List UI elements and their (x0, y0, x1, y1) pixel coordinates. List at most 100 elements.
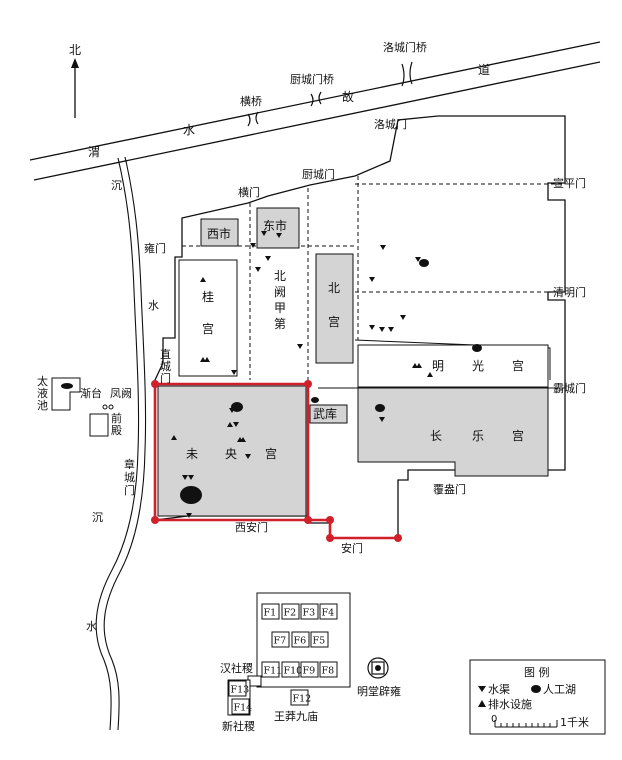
qiandian-box (89, 413, 109, 437)
ritual-building-box (319, 603, 338, 620)
gate-xuanping: 宣平门 (553, 176, 586, 190)
ritual-xinshe: 新社稷 (222, 719, 255, 733)
ritual-hanshe: 汉社稷 (220, 661, 253, 675)
district-changle-2: 乐 (472, 429, 484, 443)
district-beique-3: 甲 (274, 301, 286, 315)
drainage-marker (171, 435, 177, 440)
district-beique-1: 北 (274, 269, 286, 283)
gate-zhicheng-1: 直 (160, 347, 171, 361)
drainage-marker (412, 363, 418, 368)
bridge-label-heng: 横桥 (240, 94, 262, 108)
river-label-shui: 水 (183, 123, 195, 137)
ritual-building-label: F13 (231, 685, 250, 696)
drainage-marker (204, 357, 210, 362)
district-xishi: 西市 (207, 226, 231, 241)
district-bei-1: 北 (328, 281, 340, 295)
ritual-building-label: F2 (284, 608, 297, 619)
gate-bacheng: 霸城门 (553, 381, 586, 395)
water-channel-marker (380, 245, 386, 250)
water-channel-marker (182, 475, 188, 480)
bridge-label-chucheng: 厨城门桥 (290, 72, 334, 86)
weiyang-highlight (151, 380, 402, 542)
district-gui-2: 宫 (202, 321, 214, 336)
river-label-wei: 渭 (88, 145, 100, 159)
ritual-building-box (300, 661, 319, 678)
water-channel-marker (231, 370, 237, 375)
water-channel-marker (388, 327, 394, 332)
mingtang-icon (367, 657, 389, 679)
ritual-building-box (281, 661, 300, 678)
water-channel-marker (255, 267, 261, 272)
stream-label-top-1: 沉 (111, 179, 122, 192)
outside-taiye-1: 太 (37, 375, 48, 388)
water-channel-marker (400, 315, 406, 320)
outside-fengque: 凤阙 (110, 387, 132, 400)
lake-marker (472, 344, 482, 352)
drainage-marker (200, 357, 206, 362)
district-mingguang-2: 光 (472, 359, 484, 373)
water-channel-marker (276, 233, 282, 238)
ritual-building-box (281, 603, 300, 620)
ritual-building-label: F1 (264, 608, 277, 619)
legend-title: 图 例 (524, 665, 550, 679)
ritual-building-box (319, 661, 338, 678)
water-channel-marker (233, 422, 239, 427)
gate-zhicheng-3: 门 (160, 371, 171, 385)
outside-taiye-3: 池 (37, 399, 48, 412)
drainage-marker (427, 372, 433, 377)
lake-marker (375, 404, 385, 412)
legend-scale-zero: 0 (491, 714, 497, 725)
legend: 图 例 水渠 人工湖 排水设施 0 1千米 (469, 659, 606, 735)
ritual-building-label: F11 (264, 666, 283, 677)
fengque-marker (102, 404, 108, 410)
ritual-building-box (228, 680, 247, 697)
ritual-building-box (300, 603, 319, 620)
artificial-lake-markers (180, 259, 482, 504)
outside-jiantai: 渐台 (80, 386, 102, 400)
water-channel-marker (261, 231, 267, 236)
district-weiyang-3: 宫 (265, 446, 277, 461)
gate-heng: 横门 (238, 185, 260, 199)
water-channel-marker (379, 327, 385, 332)
ritual-mingtang: 明堂辟雍 (357, 684, 401, 698)
gate-zhicheng-2: 城 (160, 360, 171, 373)
gate-chucheng: 厨城门 (302, 167, 335, 181)
drainage-markers (171, 277, 433, 442)
ritual-wangmang: 王莽九庙 (274, 709, 318, 723)
ritual-building-box (290, 689, 309, 706)
water-channel-marker (297, 344, 303, 349)
district-mingguang-1: 明 (432, 359, 444, 373)
drainage-marker (240, 437, 246, 442)
city-wall (154, 115, 566, 539)
gate-yongmen: 雍门 (144, 241, 166, 255)
districts (157, 207, 549, 517)
outside-qiandian-2: 殿 (111, 424, 122, 437)
north-arrow: 北 (69, 43, 81, 118)
water-channel-marker (369, 277, 375, 282)
water-channel-marker (186, 513, 192, 518)
wei-river: 渭 水 故 道 (29, 41, 601, 181)
stream-label-top-2: 水 (148, 299, 159, 312)
water-channel-markers (182, 231, 421, 518)
water-channel-marker (415, 257, 421, 262)
district-bei-2: 宫 (328, 314, 340, 329)
taiye-pool (51, 377, 81, 411)
gate-xian: 西安门 (235, 520, 268, 534)
gate-anmen: 安门 (341, 541, 363, 555)
ritual-building-box (261, 603, 280, 620)
lake-marker (311, 397, 319, 403)
ritual-building-label: F14 (234, 703, 253, 714)
district-beique-4: 第 (274, 317, 286, 331)
lake-marker (180, 486, 202, 504)
fengque-marker (108, 404, 114, 410)
district-dongshi: 东市 (263, 218, 287, 233)
gate-fuang: 覆盎门 (433, 482, 466, 496)
drainage-marker (200, 277, 206, 282)
water-channel-marker (188, 475, 194, 480)
outside-qiandian-1: 前 (111, 411, 122, 425)
legend-channel-icon (478, 686, 486, 692)
legend-lake-icon (531, 685, 541, 693)
bridge-label-luocheng: 洛城门桥 (383, 40, 427, 54)
